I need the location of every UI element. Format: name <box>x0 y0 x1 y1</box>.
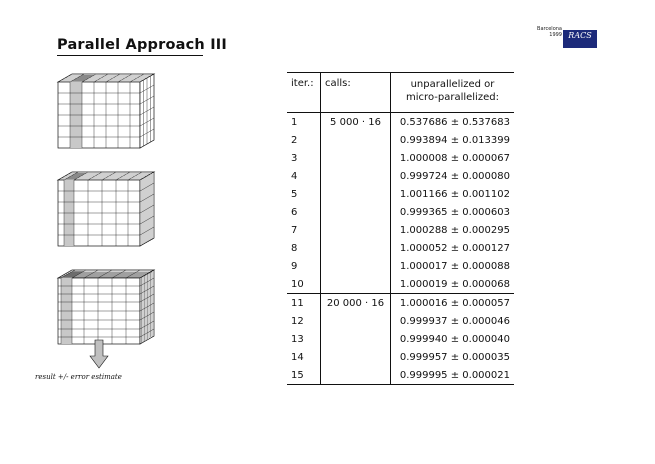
down-arrow-icon <box>89 339 109 369</box>
title-underline <box>57 55 203 56</box>
table-row: 2 0.993894 ± 0.013399 <box>287 131 514 149</box>
value-cell: 1.000019 ± 0.000068 <box>399 278 510 290</box>
logo-text: RACS <box>568 31 592 40</box>
iter-cell: 5 <box>287 185 321 203</box>
header-iter: iter.: <box>287 72 321 113</box>
table-row: 13 0.999940 ± 0.000040 <box>287 330 514 348</box>
value-cell: 0.993894 ± 0.013399 <box>399 134 510 146</box>
iter-cell: 11 <box>287 293 321 312</box>
value-cell: 1.000008 ± 0.000067 <box>399 152 510 164</box>
table-row: 6 0.999365 ± 0.000603 <box>287 203 514 221</box>
table-row: 4 0.999724 ± 0.000080 <box>287 167 514 185</box>
table-row: 10 1.000019 ± 0.000068 <box>287 275 514 294</box>
calls-cell <box>320 275 391 294</box>
value-cell: 1.001166 ± 0.001102 <box>399 188 510 200</box>
conference-info: Barcelona 1999 <box>532 26 562 38</box>
value-cell: 1.000052 ± 0.000127 <box>399 242 510 254</box>
iter-cell: 2 <box>287 131 321 149</box>
calls-cell <box>320 131 391 149</box>
logo-subtext <box>563 42 597 46</box>
table-row: 5 1.001166 ± 0.001102 <box>287 185 514 203</box>
value-cell: 0.537686 ± 0.537683 <box>399 116 510 128</box>
iter-cell: 1 <box>287 112 321 131</box>
conference-city: Barcelona <box>537 26 562 32</box>
grid-cubes-diagram <box>56 73 156 369</box>
results-table: iter.: calls: unparallelized or micro-pa… <box>287 72 514 385</box>
table-row: 3 1.000008 ± 0.000067 <box>287 149 514 167</box>
iter-cell: 7 <box>287 221 321 239</box>
cube-2 <box>56 171 156 247</box>
calls-cell: 5 000 · 16 <box>320 112 391 131</box>
table-row: 14 0.999957 ± 0.000035 <box>287 348 514 366</box>
iter-cell: 4 <box>287 167 321 185</box>
value-cell: 0.999995 ± 0.000021 <box>390 366 514 385</box>
calls-cell <box>320 366 391 385</box>
table-row: 9 1.000017 ± 0.000088 <box>287 257 514 275</box>
conference-year: 1999 <box>549 32 562 38</box>
iter-cell: 12 <box>287 312 321 330</box>
value-cell: 0.999940 ± 0.000040 <box>399 333 510 345</box>
header-value: unparallelized or micro-parallelized: <box>390 72 514 113</box>
iter-cell: 14 <box>287 348 321 366</box>
conference-logo: RACS <box>563 30 597 48</box>
iter-cell: 6 <box>287 203 321 221</box>
calls-cell <box>320 221 391 239</box>
value-cell: 1.000017 ± 0.000088 <box>399 260 510 272</box>
slide-title: Parallel Approach III <box>57 37 227 53</box>
table-row: 7 1.000288 ± 0.000295 <box>287 221 514 239</box>
iter-cell: 3 <box>287 149 321 167</box>
header-value-line1: unparallelized or <box>410 79 495 90</box>
header-calls: calls: <box>320 72 391 113</box>
calls-cell <box>320 203 391 221</box>
calls-cell <box>320 257 391 275</box>
value-cell: 1.000288 ± 0.000295 <box>399 224 510 236</box>
table-row: 8 1.000052 ± 0.000127 <box>287 239 514 257</box>
value-cell: 0.999365 ± 0.000603 <box>399 206 510 218</box>
iter-cell: 15 <box>287 366 321 385</box>
table-row: 15 0.999995 ± 0.000021 <box>287 366 514 385</box>
value-cell: 0.999957 ± 0.000035 <box>399 351 510 363</box>
table-row: 12 0.999937 ± 0.000046 <box>287 312 514 330</box>
header-value-line2: micro-parallelized: <box>406 92 499 103</box>
value-cell: 0.999937 ± 0.000046 <box>399 315 510 327</box>
calls-cell <box>320 239 391 257</box>
iter-cell: 9 <box>287 257 321 275</box>
figure-caption: result +/- error estimate <box>35 373 122 381</box>
iter-cell: 8 <box>287 239 321 257</box>
cube-1 <box>56 73 156 149</box>
value-cell: 0.999724 ± 0.000080 <box>399 170 510 182</box>
calls-cell <box>320 312 391 330</box>
calls-cell <box>320 185 391 203</box>
cube-3 <box>56 269 156 345</box>
table-header-row: iter.: calls: unparallelized or micro-pa… <box>287 72 514 113</box>
calls-cell: 20 000 · 16 <box>320 293 391 312</box>
value-cell: 1.000016 ± 0.000057 <box>390 293 514 312</box>
iter-cell: 13 <box>287 330 321 348</box>
calls-cell <box>320 330 391 348</box>
iter-cell: 10 <box>287 275 321 294</box>
calls-cell <box>320 149 391 167</box>
calls-cell <box>320 167 391 185</box>
calls-cell <box>320 348 391 366</box>
